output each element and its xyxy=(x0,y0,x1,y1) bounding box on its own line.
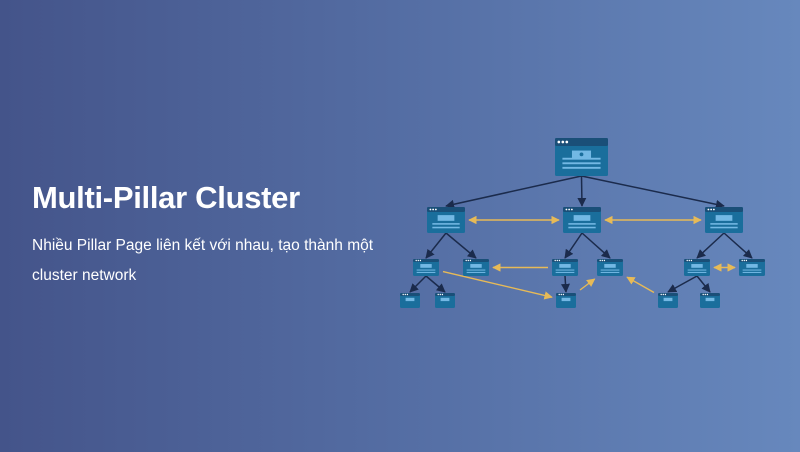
web-page-icon-leaf-center-1 xyxy=(556,293,576,308)
nodes-layer xyxy=(400,138,765,308)
hierarchy-arrow xyxy=(581,232,611,259)
internal-link-arrow xyxy=(579,278,596,291)
hierarchy-arrow xyxy=(564,232,583,259)
hierarchy-arrow xyxy=(577,175,587,207)
web-page-icon-cluster-center-2 xyxy=(597,259,623,276)
web-page-icon-cluster-right-1 xyxy=(684,259,710,276)
web-page-icon-main xyxy=(555,138,608,176)
hierarchy-arrow xyxy=(445,232,477,259)
web-page-icon-cluster-left-1 xyxy=(413,259,439,276)
web-page-icon-pillar-center xyxy=(563,207,601,233)
hierarchy-arrow xyxy=(425,275,446,293)
hierarchy-arrow xyxy=(667,275,698,293)
hierarchy-arrow xyxy=(561,275,570,293)
hierarchy-arrow xyxy=(723,232,753,259)
hierarchy-arrow xyxy=(696,232,725,259)
page-title: Multi-Pillar Cluster xyxy=(32,180,300,215)
internal-link-arrow xyxy=(626,276,655,294)
hierarchy-arrow xyxy=(445,175,582,209)
links-layer xyxy=(409,175,753,300)
web-page-icon-cluster-center-1 xyxy=(552,259,578,276)
hierarchy-arrow xyxy=(409,275,427,293)
internal-link-arrow xyxy=(442,270,553,300)
hierarchy-arrow xyxy=(696,275,711,293)
web-page-icon-pillar-left xyxy=(427,207,465,233)
hierarchy-arrow xyxy=(581,175,725,209)
web-page-icon-leaf-left-1 xyxy=(400,293,420,308)
web-page-icon-leaf-right-2 xyxy=(700,293,720,308)
web-page-icon-leaf-left-2 xyxy=(435,293,455,308)
hierarchy-arrow xyxy=(425,232,447,259)
web-page-icon-cluster-right-2 xyxy=(739,259,765,276)
page-subtitle: Nhiều Pillar Page liên kết với nhau, tạo… xyxy=(32,237,374,284)
web-page-icon-pillar-right xyxy=(705,207,743,233)
web-page-icon-leaf-right-1 xyxy=(658,293,678,308)
web-page-icon-cluster-left-2 xyxy=(463,259,489,276)
